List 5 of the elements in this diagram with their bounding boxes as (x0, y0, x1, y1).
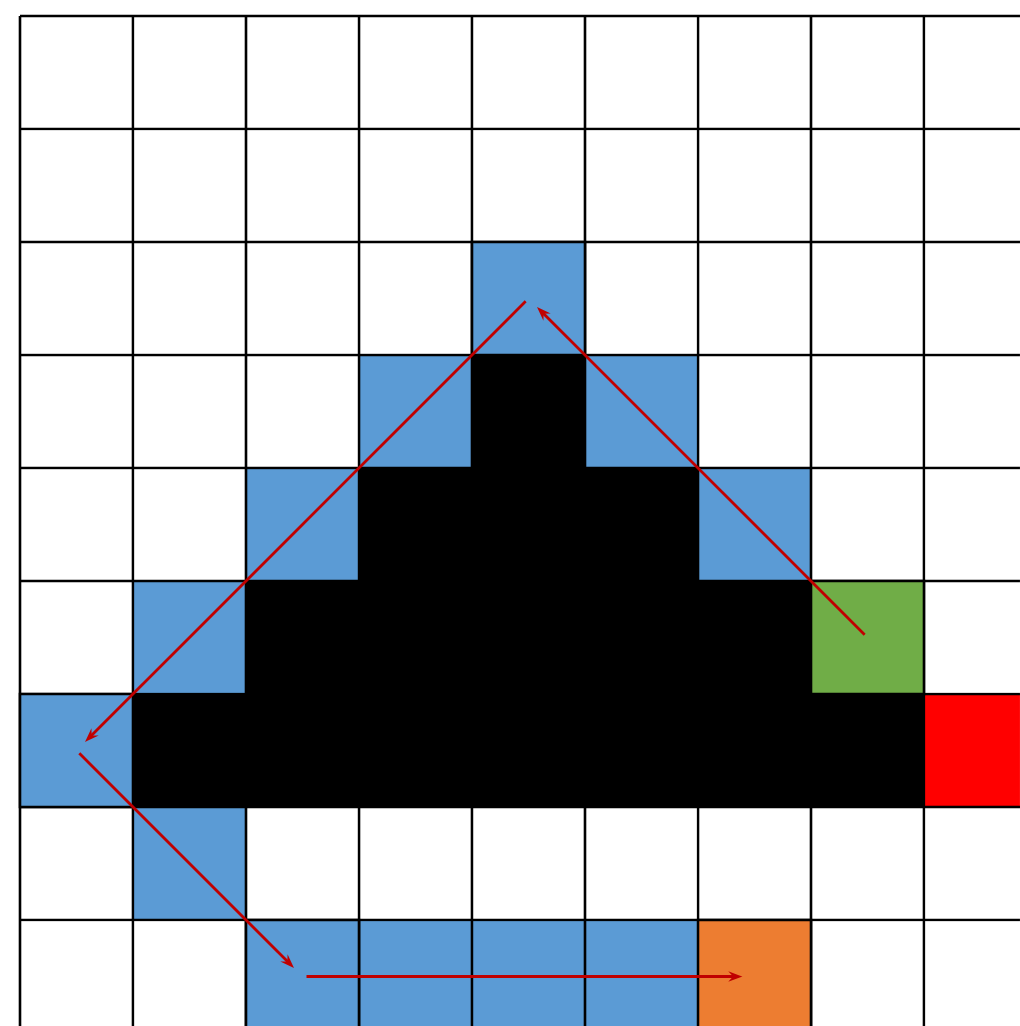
grid-cell (696, 918, 813, 1026)
grid-cell (18, 692, 135, 809)
grid-cell (809, 579, 926, 696)
grid-cell (470, 240, 587, 357)
grid-cell (244, 918, 361, 1026)
